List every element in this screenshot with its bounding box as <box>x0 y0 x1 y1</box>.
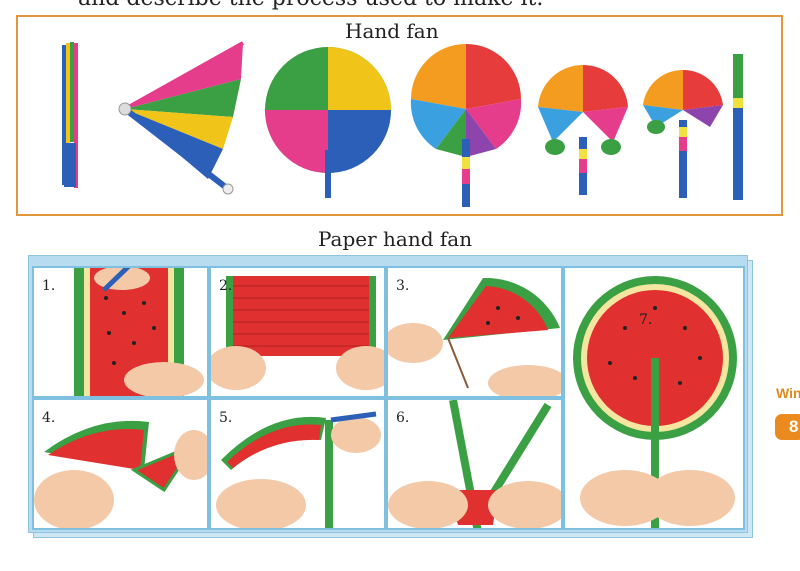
step-1-number: 1. <box>42 278 56 294</box>
rainbow-fan-large-illustration <box>410 44 522 207</box>
step-1-illustration <box>74 268 204 396</box>
step-1-panel: 1. <box>32 266 209 398</box>
step-4-number: 4. <box>42 410 56 426</box>
step-4-panel: 4. <box>32 398 209 530</box>
opening-fan-illustration <box>118 41 244 195</box>
step-3-panel: 3. <box>386 266 563 398</box>
step-6-illustration <box>388 400 561 528</box>
hand-fan-box: Hand fan <box>16 15 783 216</box>
step-2-number: 2. <box>219 278 233 294</box>
rainbow-fan-medium-illustration <box>538 64 628 195</box>
step-2-illustration <box>211 276 384 390</box>
step-6-number: 6. <box>396 410 410 426</box>
round-fan-illustration <box>265 47 391 198</box>
step-6-panel: 6. <box>386 398 563 530</box>
rainbow-fan-small-illustration <box>643 69 723 198</box>
step-5-panel: 5. <box>209 398 386 530</box>
step-3-number: 3. <box>396 278 410 294</box>
cut-instruction-text: and describe the process used to make it… <box>78 0 543 11</box>
steps-frame: 1. 2. 3. <box>28 255 748 533</box>
step-5-illustration <box>216 411 381 528</box>
side-page-badge: 8 <box>775 414 800 440</box>
closed-stick-fan-illustration <box>733 54 743 200</box>
step-2-panel: 2. <box>209 266 386 398</box>
step-7-illustration <box>573 276 737 528</box>
hand-fan-title: Hand fan <box>345 19 439 43</box>
step-5-number: 5. <box>219 410 233 426</box>
step-4-illustration <box>34 420 207 528</box>
folded-fan-illustration <box>62 42 78 188</box>
step-3-illustration <box>388 277 561 396</box>
paper-hand-fan-title: Paper hand fan <box>318 227 473 251</box>
step-7-panel: 7. <box>563 266 745 530</box>
side-tab-label: Win <box>776 385 800 401</box>
step-7-number: 7. <box>639 312 653 328</box>
